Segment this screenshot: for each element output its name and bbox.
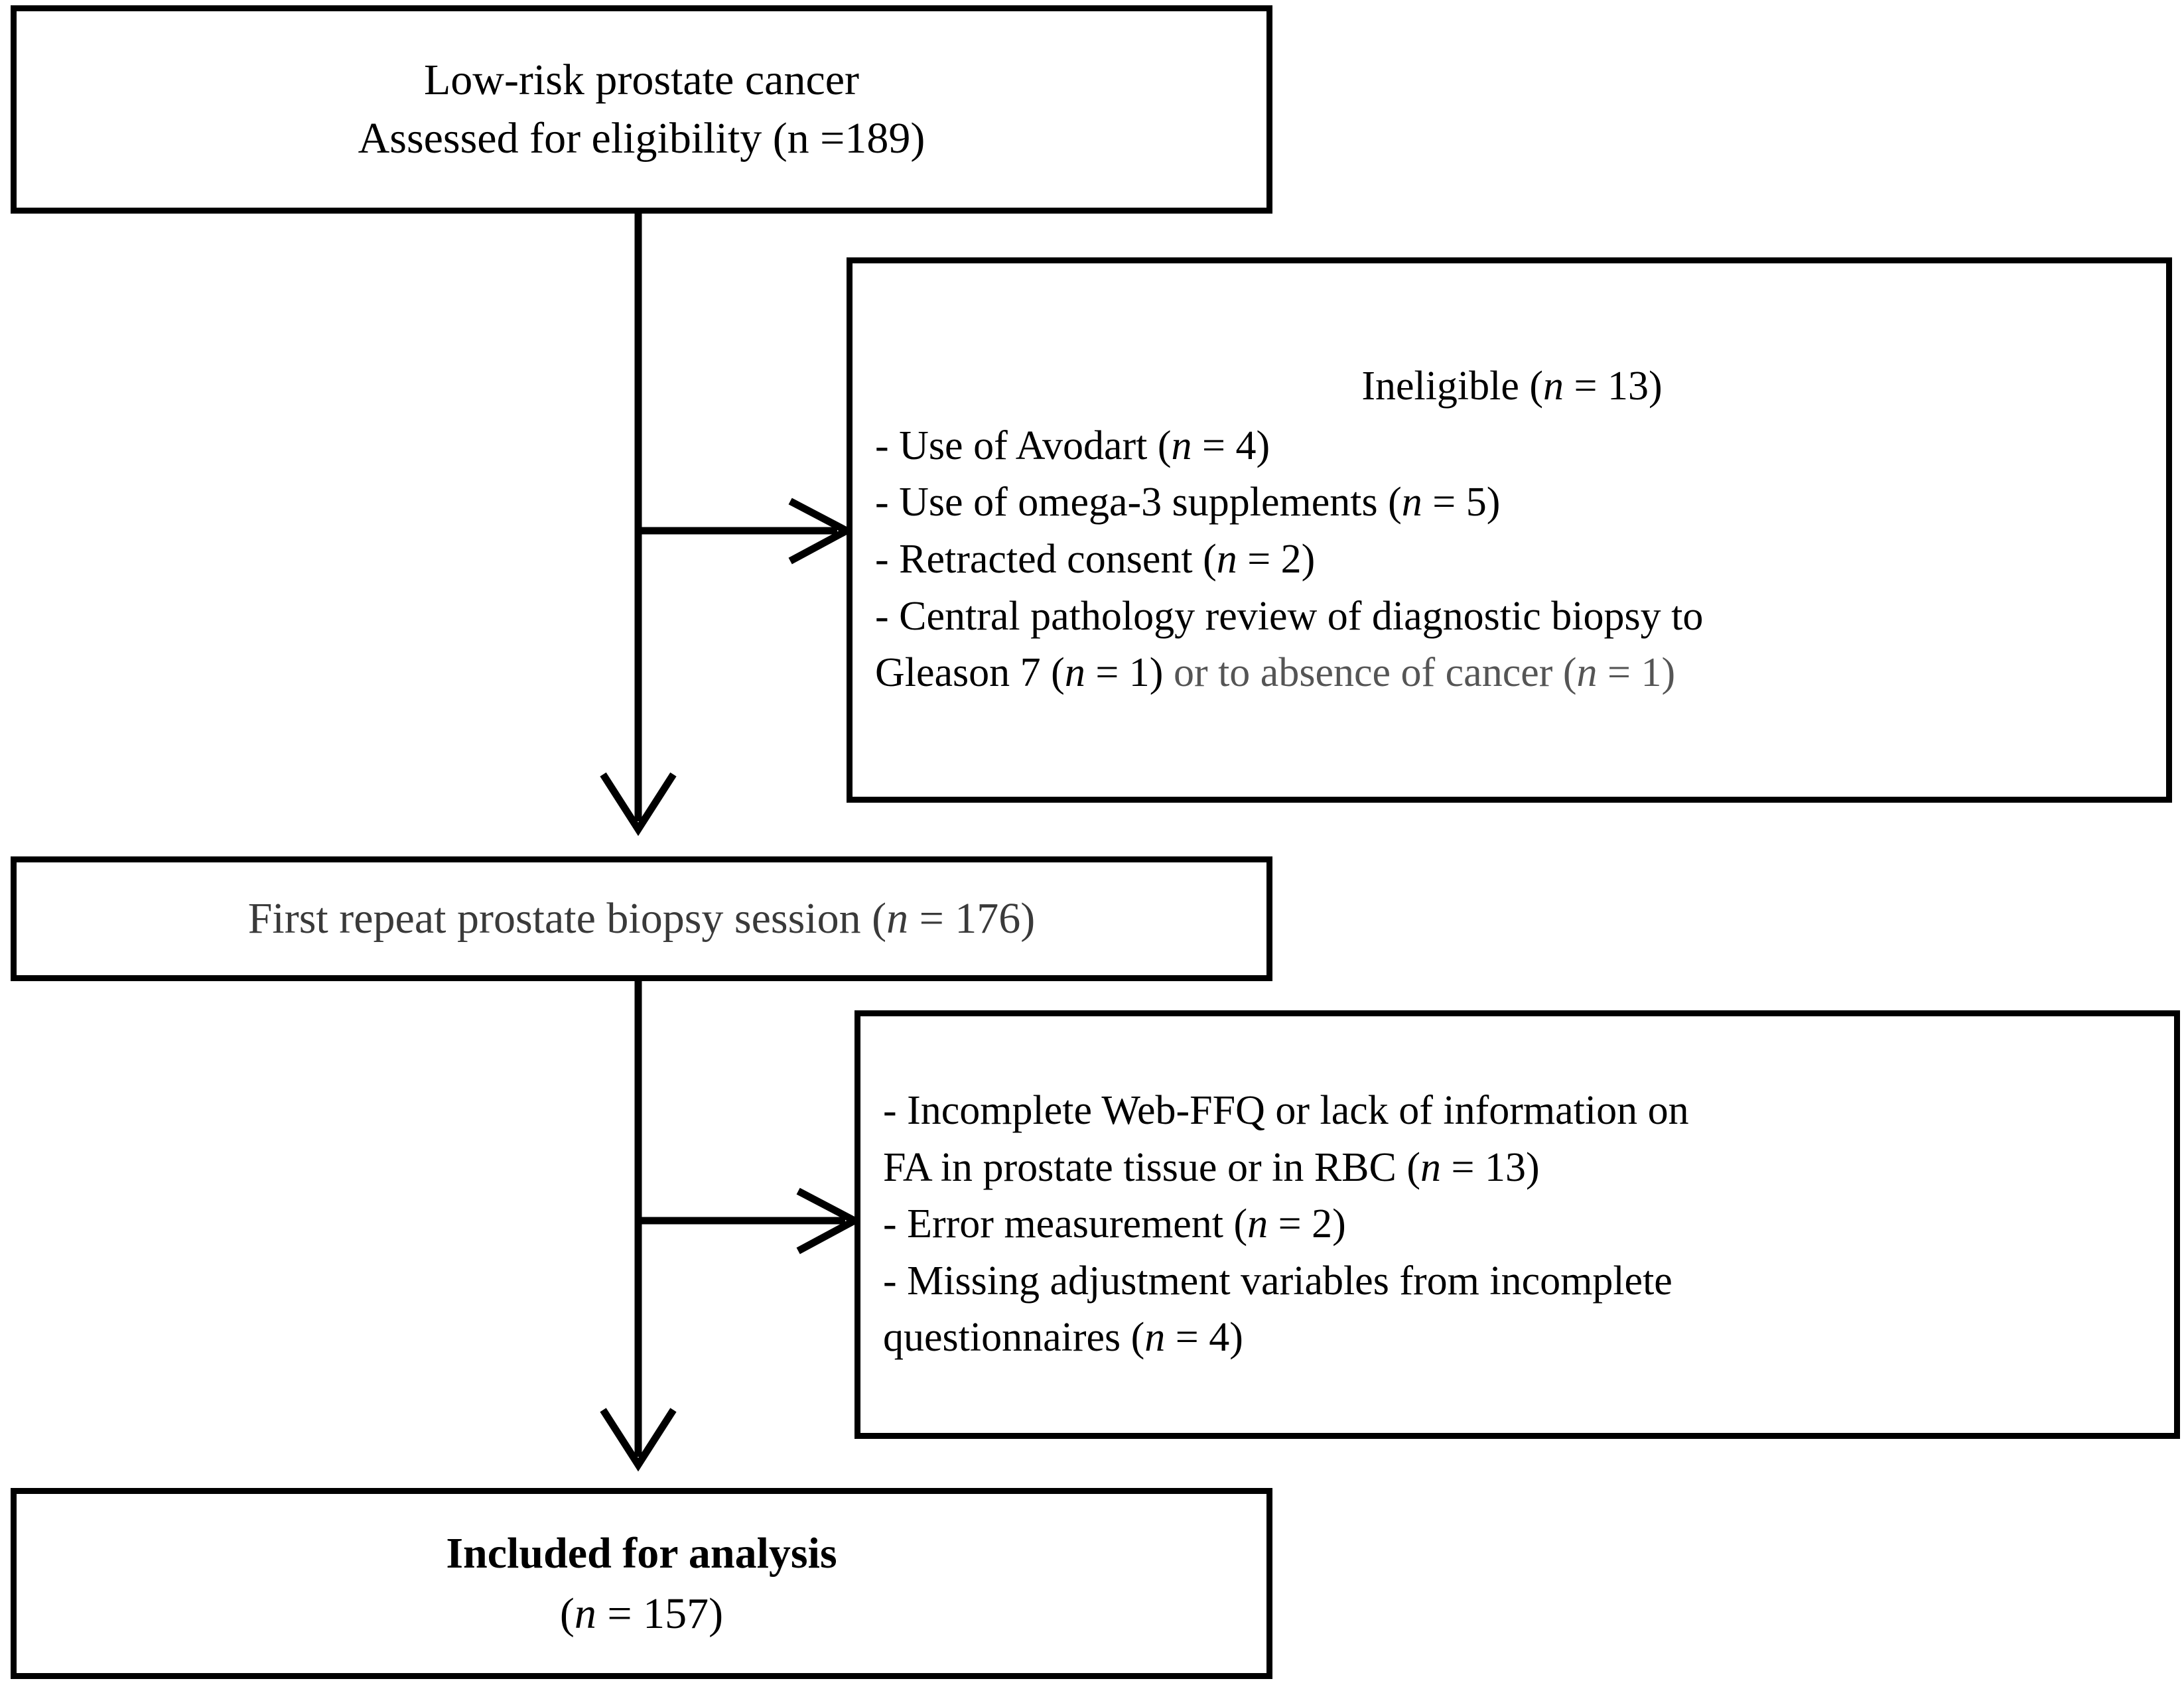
ineligible-item-avodart-count: = 4) bbox=[1192, 423, 1270, 468]
node-first-repeat-biopsy: First repeat prostate biopsy session (n … bbox=[11, 856, 1272, 981]
included-title: Included for analysis bbox=[446, 1528, 837, 1578]
ineligible-item-pathology-line-2: Gleason 7 (n = 1) or to absence of cance… bbox=[875, 645, 1675, 702]
ineligible-item-omega3: - Use of omega-3 supplements (n = 5) bbox=[875, 474, 1500, 531]
ineligible-item-avodart-text: - Use of Avodart ( bbox=[875, 423, 1172, 468]
included-count-value: = 157) bbox=[596, 1589, 724, 1638]
ineligible-item-retracted-count: = 2) bbox=[1237, 537, 1316, 582]
ineligible-title-n: n bbox=[1543, 364, 1564, 409]
ineligible-item-retracted-n: n bbox=[1216, 537, 1237, 582]
connector-first-biopsy-to-included bbox=[600, 981, 677, 1472]
exclusion-ffq-prefix: FA in prostate tissue or in RBC ( bbox=[883, 1144, 1421, 1190]
ineligible-item-avodart-n: n bbox=[1171, 423, 1192, 468]
ineligible-title-tail: = 13) bbox=[1564, 364, 1663, 409]
exclusion-item-ffq-line-1: - Incomplete Web-FFQ or lack of informat… bbox=[883, 1088, 1689, 1134]
connector-branch-ineligible bbox=[638, 498, 854, 565]
first-biopsy-prefix: First repeat prostate biopsy session ( bbox=[247, 894, 887, 943]
first-biopsy-n: n bbox=[886, 894, 909, 943]
exclusion-missing-count: = 4) bbox=[1165, 1315, 1243, 1361]
connector-branch-exclusions2 bbox=[638, 1187, 862, 1254]
exclusion-item-missing-vars-line-1: - Missing adjustment variables from inco… bbox=[883, 1258, 1672, 1304]
included-count: (n = 157) bbox=[560, 1584, 723, 1644]
node-assessed-for-eligibility: Low-risk prostate cancer Assessed for el… bbox=[11, 5, 1272, 214]
ineligible-item-avodart: - Use of Avodart (n = 4) bbox=[875, 418, 1270, 475]
connector-assessed-to-first-biopsy bbox=[600, 214, 677, 837]
ineligible-item-omega3-text: - Use of omega-3 supplements ( bbox=[875, 480, 1402, 525]
exclusion-ffq-n: n bbox=[1420, 1144, 1442, 1190]
node-ineligible-reasons: Ineligible (n = 13) - Use of Avodart (n … bbox=[847, 257, 2172, 803]
node-exclusion-reasons-analysis: - Incomplete Web-FFQ or lack of informat… bbox=[854, 1010, 2180, 1439]
pathology-gleason-count: = 1) bbox=[1085, 650, 1164, 696]
ineligible-item-retracted-consent: - Retracted consent (n = 2) bbox=[875, 531, 1315, 588]
pathology-gleason-prefix: Gleason 7 ( bbox=[875, 650, 1065, 696]
assessed-line-2: Assessed for eligibility (n =189) bbox=[358, 114, 925, 163]
exclusion-error-prefix: - Error measurement ( bbox=[883, 1201, 1248, 1247]
included-count-n: n bbox=[574, 1589, 596, 1638]
exclusion-missing-prefix: questionnaires ( bbox=[883, 1315, 1145, 1361]
ineligible-item-pathology-line-1: - Central pathology review of diagnostic… bbox=[875, 593, 1704, 639]
ineligible-item-retracted-text: - Retracted consent ( bbox=[875, 537, 1217, 582]
pathology-nocancer-prefix: or to absence of cancer ( bbox=[1163, 650, 1577, 696]
exclusion-ffq-count: = 13) bbox=[1441, 1144, 1540, 1190]
assessed-line-1: Low-risk prostate cancer bbox=[423, 55, 860, 104]
exclusion-item-error-measurement: - Error measurement (n = 2) bbox=[883, 1196, 1346, 1253]
exclusion-item-ffq-line-2: FA in prostate tissue or in RBC (n = 13) bbox=[883, 1140, 1540, 1197]
pathology-nocancer-count: = 1) bbox=[1597, 650, 1676, 696]
exclusion-error-count: = 2) bbox=[1268, 1201, 1346, 1247]
exclusion-missing-n: n bbox=[1144, 1315, 1166, 1361]
node-included-for-analysis: Included for analysis (n = 157) bbox=[11, 1488, 1272, 1679]
ineligible-item-omega3-count: = 5) bbox=[1422, 480, 1501, 525]
exclusion-item-missing-vars-line-2: questionnaires (n = 4) bbox=[883, 1310, 1243, 1367]
ineligible-title-prefix: Ineligible ( bbox=[1361, 364, 1544, 409]
pathology-gleason-n: n bbox=[1064, 650, 1085, 696]
ineligible-title: Ineligible (n = 13) bbox=[1361, 358, 1662, 415]
first-biopsy-count: = 176) bbox=[908, 894, 1036, 943]
included-count-prefix: ( bbox=[559, 1589, 575, 1638]
first-biopsy-text: First repeat prostate biopsy session (n … bbox=[248, 894, 1036, 944]
exclusion-error-n: n bbox=[1247, 1201, 1268, 1247]
pathology-nocancer-n: n bbox=[1576, 650, 1598, 696]
ineligible-item-omega3-n: n bbox=[1401, 480, 1422, 525]
